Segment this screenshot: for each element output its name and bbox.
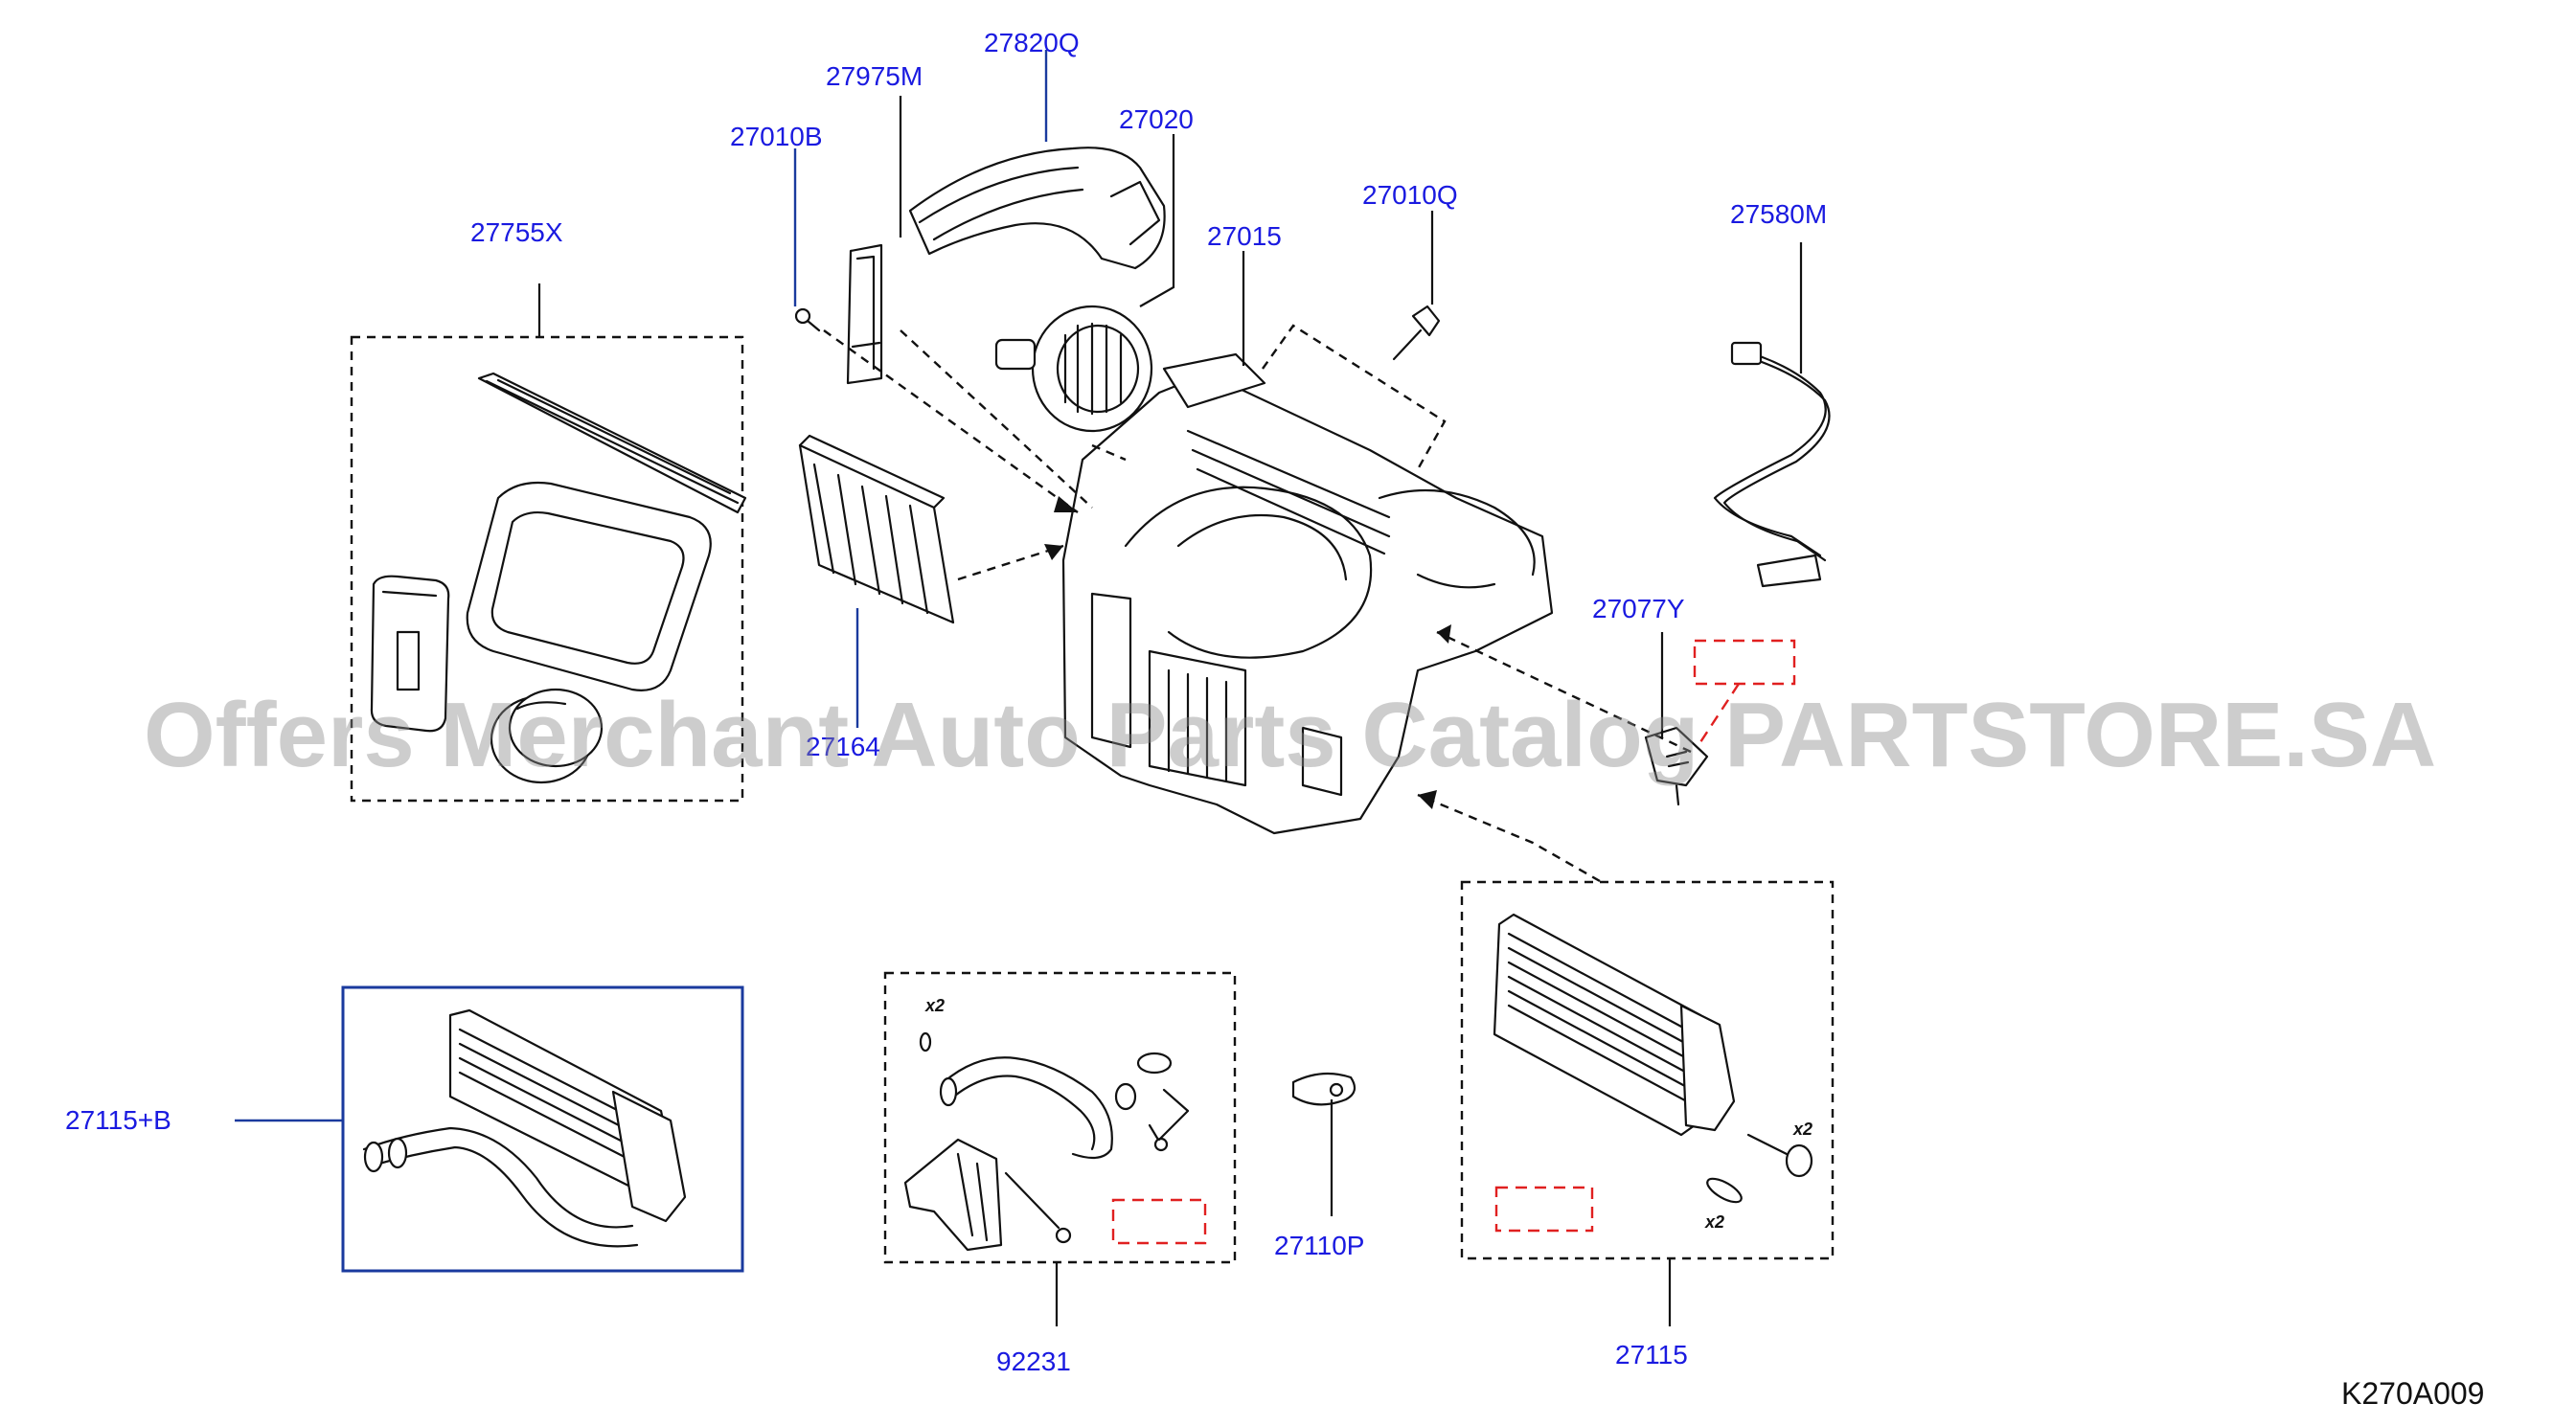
part-27077y-sensor[interactable]: [1644, 726, 1709, 806]
part-label-27580m[interactable]: 27580M: [1730, 199, 1827, 229]
diagram-code: K270A009: [2341, 1376, 2484, 1411]
part-label-27755x[interactable]: 27755X: [470, 217, 563, 247]
part-27755x-seal-strip[interactable]: [477, 372, 747, 514]
group-frame-92231: [883, 971, 1237, 1264]
watermark-text: Offers Merchant Auto Parts Catalog PARTS…: [144, 684, 2436, 786]
part-label-27164[interactable]: 27164: [806, 732, 880, 761]
qty-mark-27115-bolt: x2: [1792, 1120, 1812, 1139]
part-label-27975m[interactable]: 27975M: [826, 61, 923, 91]
part-27164-cabin-filter[interactable]: [798, 434, 955, 624]
part-label-27820q[interactable]: 27820Q: [984, 28, 1080, 57]
part-label-27010b[interactable]: 27010B: [730, 122, 823, 151]
part-27820q-duct[interactable]: [908, 147, 1166, 270]
part-27580m-harness[interactable]: [1713, 341, 1831, 588]
part-label-27077y[interactable]: 27077Y: [1592, 594, 1685, 623]
qty-mark-92231: x2: [924, 996, 945, 1015]
group-frame-27115b[interactable]: [341, 985, 744, 1273]
part-label-27015[interactable]: 27015: [1207, 221, 1282, 251]
part-27020-blower-motor[interactable]: [994, 305, 1153, 433]
part-27115b-heater-core[interactable]: [362, 1008, 687, 1248]
part-27010q-clip[interactable]: [1392, 305, 1441, 361]
part-27015-heater-unit[interactable]: [1061, 352, 1554, 835]
assembly-arrow-lines: [823, 329, 1692, 883]
qty-mark-27115-seal: x2: [1704, 1212, 1724, 1232]
highlight-box-27077y: [1693, 639, 1796, 686]
part-label-92231[interactable]: 92231: [996, 1347, 1071, 1376]
group-frame-27115: [1460, 880, 1835, 1260]
part-label-27115b[interactable]: 27115+B: [65, 1105, 171, 1135]
highlight-box-27115: [1494, 1186, 1594, 1233]
part-92231-pipe-kit[interactable]: [903, 1031, 1190, 1252]
part-27755x-foam-round[interactable]: [490, 688, 604, 784]
part-27110p-grommet[interactable]: [1291, 1072, 1356, 1106]
part-27010b-screw[interactable]: [794, 307, 821, 332]
part-27755x-foam-block[interactable]: [370, 575, 450, 733]
part-label-27110p[interactable]: 27110P: [1274, 1231, 1364, 1260]
part-27115-heater-core[interactable]: [1493, 913, 1813, 1207]
part-27755x-gasket-frame[interactable]: [466, 481, 712, 691]
part-label-27020[interactable]: 27020: [1119, 104, 1194, 134]
part-label-27010q[interactable]: 27010Q: [1362, 180, 1458, 210]
part-27975m-filter-cover[interactable]: [846, 243, 883, 385]
part-label-27115[interactable]: 27115: [1615, 1340, 1688, 1369]
highlight-box-92231: [1111, 1198, 1207, 1245]
group-frame-27755x: [350, 335, 744, 803]
